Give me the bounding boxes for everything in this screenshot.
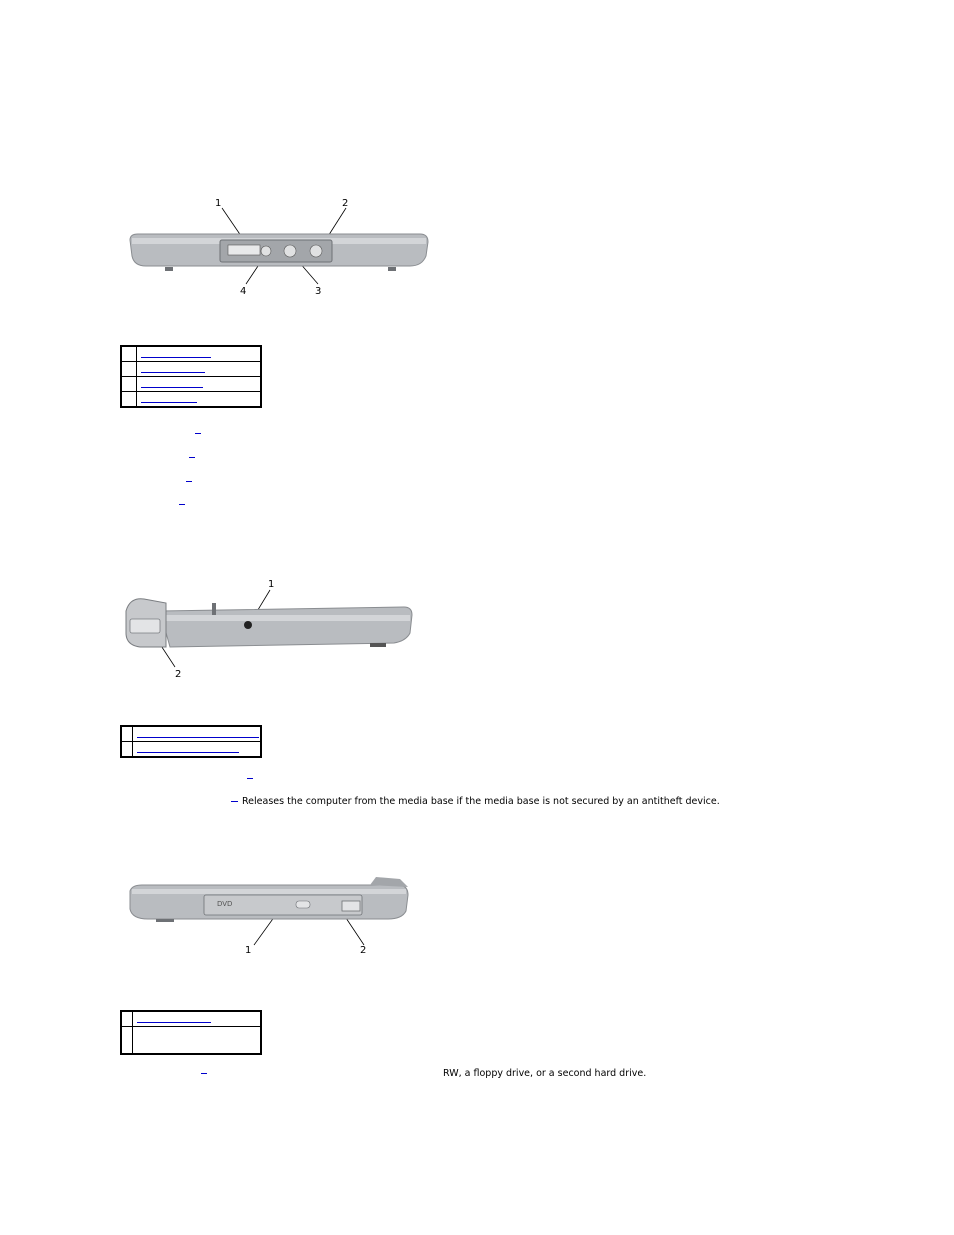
left-side-view-figure: 1 2 xyxy=(125,579,413,680)
legend-link-1[interactable] xyxy=(137,736,259,738)
table-row xyxy=(120,345,262,362)
callout-label-1: 1 xyxy=(268,579,274,590)
table-row xyxy=(120,361,262,377)
legend-link-1[interactable] xyxy=(137,1021,211,1023)
legend-link-1[interactable] xyxy=(141,356,211,358)
table-row xyxy=(120,1026,262,1055)
callout-label-2: 2 xyxy=(342,198,348,209)
callout-label-1: 1 xyxy=(245,945,251,956)
table-row xyxy=(120,1010,262,1027)
callout-label-4: 4 xyxy=(240,286,246,297)
anchor-dash[interactable] xyxy=(201,1073,207,1074)
front-view-figure: 1 2 4 3 xyxy=(129,198,429,297)
anchor-dash[interactable] xyxy=(186,481,192,482)
front-view-legend-table xyxy=(120,345,262,408)
module-bay-description: RW, a floppy drive, or a second hard dri… xyxy=(443,1068,647,1079)
table-row xyxy=(120,376,262,392)
anchor-dash[interactable] xyxy=(179,504,185,505)
anchor-dash[interactable] xyxy=(189,457,195,458)
legend-link-2[interactable] xyxy=(141,371,205,373)
table-row xyxy=(120,725,262,742)
callout-label-2: 2 xyxy=(175,669,181,680)
legend-link-3[interactable] xyxy=(141,386,203,388)
table-row xyxy=(120,741,262,758)
dvd-logo-label: DVD xyxy=(217,900,232,908)
legend-link-2[interactable] xyxy=(137,751,239,753)
anchor-dash[interactable] xyxy=(231,801,238,802)
legend-link-4[interactable] xyxy=(141,401,197,403)
callout-label-1: 1 xyxy=(215,198,221,209)
right-side-view-figure: 1 2 DVD xyxy=(129,877,409,956)
callout-label-2: 2 xyxy=(360,945,366,956)
anchor-dash[interactable] xyxy=(247,778,253,779)
anchor-dash[interactable] xyxy=(195,433,201,434)
callout-label-3: 3 xyxy=(315,286,321,297)
release-latch-text: Releases the computer from the media bas… xyxy=(242,796,720,807)
left-side-legend-table xyxy=(120,725,262,758)
right-side-legend-table xyxy=(120,1010,262,1055)
table-row xyxy=(120,391,262,408)
release-latch-description: Releases the computer from the media bas… xyxy=(231,796,720,807)
